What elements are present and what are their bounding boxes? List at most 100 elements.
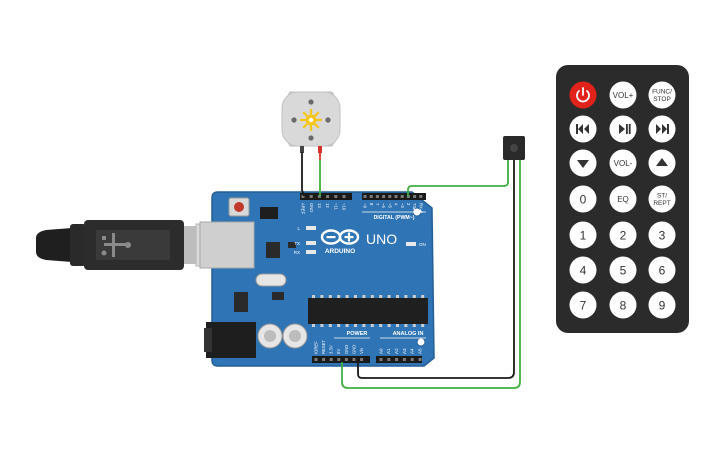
remote-button-face[interactable]: [609, 81, 637, 109]
analog-pin-hole[interactable]: [387, 358, 391, 361]
remote-button-6[interactable]: 6: [648, 256, 676, 284]
remote-button-face[interactable]: [648, 81, 676, 109]
digital-pin-hole[interactable]: [326, 195, 330, 198]
wire-motor-gnd[interactable]: [301, 152, 305, 197]
digital-pin-hole[interactable]: [375, 195, 379, 198]
remote-button-face[interactable]: [609, 291, 637, 319]
digital-pin-hole[interactable]: [406, 195, 410, 198]
chip-pin: [396, 324, 399, 327]
up-arrow-button[interactable]: [648, 149, 676, 177]
remote-button-vol-[interactable]: VOL+: [609, 81, 637, 109]
next-button[interactable]: [648, 115, 676, 143]
remote-button-face[interactable]: [609, 256, 637, 284]
remote-button-face[interactable]: [609, 149, 637, 177]
power-pin-hole[interactable]: [344, 358, 348, 361]
remote-button-2[interactable]: 2: [609, 221, 637, 249]
digital-pin-hole[interactable]: [382, 195, 386, 198]
digital-pin-hole[interactable]: [317, 195, 321, 198]
digital-pin-hole[interactable]: [369, 195, 373, 198]
power-pin-hole[interactable]: [322, 358, 326, 361]
remote-button-face[interactable]: [609, 185, 637, 213]
remote-button-1[interactable]: 1: [569, 221, 597, 249]
analog-pin-hole[interactable]: [410, 358, 414, 361]
analog-pin-hole[interactable]: [379, 358, 383, 361]
remote-button-5[interactable]: 5: [609, 256, 637, 284]
power-pin-hole[interactable]: [314, 358, 318, 361]
digital-pin-hole[interactable]: [394, 195, 398, 198]
previous-button[interactable]: [569, 115, 597, 143]
led-l: [306, 226, 316, 230]
motor-screw: [325, 117, 331, 123]
digital-pin-hole[interactable]: [342, 195, 346, 198]
remote-button-label: 0: [580, 192, 587, 206]
chip-pin: [387, 324, 391, 327]
remote-button-9[interactable]: 9: [648, 291, 676, 319]
ir-receiver[interactable]: [503, 136, 525, 160]
power-pin-hole[interactable]: [352, 358, 356, 361]
remote-button-3[interactable]: 3: [648, 221, 676, 249]
down-arrow-button[interactable]: [569, 149, 597, 177]
digital-pin-hole[interactable]: [388, 195, 392, 198]
power-pin-hole[interactable]: [337, 358, 341, 361]
chip-pin: [379, 324, 383, 327]
remote-button-label: 3: [659, 228, 666, 242]
chip-pin: [320, 295, 324, 298]
reset-button-cap[interactable]: [234, 202, 244, 212]
remote-button-face[interactable]: [569, 256, 597, 284]
analog-pin-hole[interactable]: [402, 358, 406, 361]
chip-pins: [312, 295, 425, 327]
digital-pin-label: 13: [317, 203, 322, 208]
remote-button-7[interactable]: 7: [569, 291, 597, 319]
remote-button-8[interactable]: 8: [609, 291, 637, 319]
usb-icon: [101, 233, 131, 257]
remote-button-label: 4: [580, 263, 587, 277]
digital-pin-label: ~11: [333, 203, 338, 210]
smd-chip: [288, 242, 296, 248]
wire-ir-vcc[interactable]: [341, 160, 521, 389]
remote-button-4[interactable]: 4: [569, 256, 597, 284]
digital-pin-label: RX◂0: [418, 203, 423, 214]
remote-button-face[interactable]: [569, 221, 597, 249]
remote-button-face[interactable]: [569, 291, 597, 319]
next-icon: [656, 124, 669, 134]
chip-pin: [404, 324, 408, 327]
power-button[interactable]: [569, 81, 597, 109]
motor-terminal-red: [318, 146, 322, 153]
remote-button-vol-[interactable]: VOL-: [609, 149, 637, 177]
remote-button-face[interactable]: [609, 221, 637, 249]
digital-pin-hole[interactable]: [363, 195, 367, 198]
digital-pin-hole[interactable]: [309, 195, 313, 198]
digital-pin-hole[interactable]: [413, 195, 417, 198]
dc-motor[interactable]: [281, 91, 341, 153]
power-jack-lip: [204, 328, 212, 352]
analog-pin-hole[interactable]: [395, 358, 399, 361]
wire-ir-gnd[interactable]: [357, 160, 515, 379]
remote-button-0[interactable]: 0: [569, 185, 597, 213]
sun-ray: [302, 111, 308, 117]
digital-pin-hole[interactable]: [334, 195, 338, 198]
remote-button-face[interactable]: [648, 185, 676, 213]
play-pause-button[interactable]: [609, 115, 637, 143]
motor-screw: [291, 117, 297, 123]
analog-header: [376, 356, 422, 363]
remote-button-face[interactable]: [569, 185, 597, 213]
chip-pin: [370, 324, 374, 327]
remote-button-eq[interactable]: EQ: [609, 185, 637, 213]
chip-pin: [379, 295, 383, 298]
remote-button-face[interactable]: [648, 221, 676, 249]
digital-pin-hole[interactable]: [419, 195, 423, 198]
remote-button-st-rept[interactable]: ST/REPT: [648, 185, 676, 213]
power-pin-hole[interactable]: [360, 358, 364, 361]
digital-pin-hole[interactable]: [301, 195, 305, 198]
digital-pin-hole[interactable]: [400, 195, 404, 198]
remote-button-func-stop[interactable]: FUNC/STOP: [648, 81, 676, 109]
remote-button-face[interactable]: [648, 256, 676, 284]
remote-button-face[interactable]: [648, 291, 676, 319]
analog-pin-hole[interactable]: [418, 358, 422, 361]
power-jack[interactable]: [206, 322, 256, 358]
wire-ir-signal[interactable]: [407, 160, 509, 196]
power-pin-hole[interactable]: [329, 358, 333, 361]
